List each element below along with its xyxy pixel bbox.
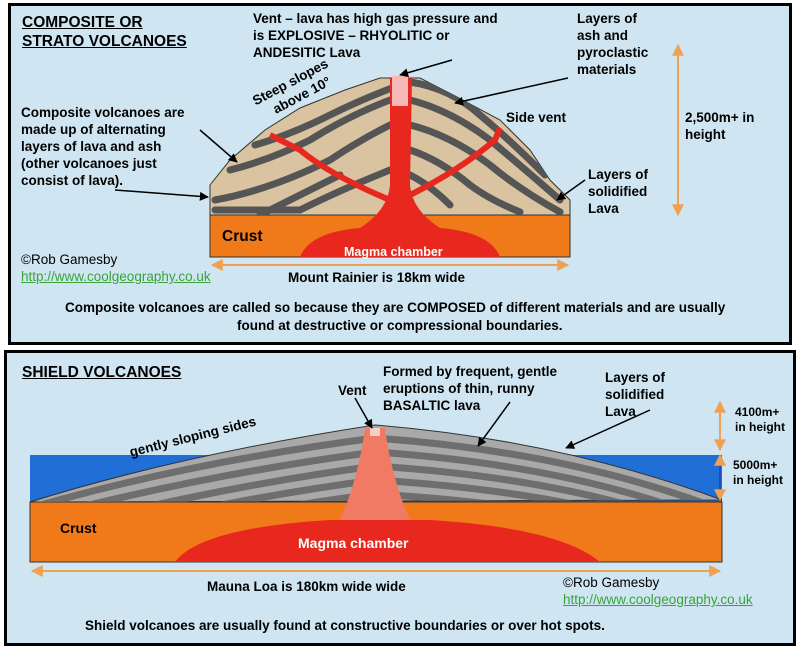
- composite-desc-line4: (other volcanoes just: [21, 156, 157, 171]
- ash-label-line1: Layers of: [577, 11, 638, 26]
- composite-height-line2: height: [685, 127, 726, 142]
- vent-label-line3: ANDESITIC Lava: [253, 45, 361, 60]
- shield-height2-line1: 5000m+: [733, 458, 778, 472]
- ash-label-line4: materials: [577, 62, 637, 77]
- composite-magma-chamber: [300, 228, 500, 257]
- shield-pointer-arrows: [354, 397, 651, 449]
- composite-desc-line5: consist of lava).: [21, 173, 124, 188]
- composite-crust-label: Crust: [222, 228, 263, 245]
- side-vent-label: Side vent: [506, 110, 567, 125]
- shield-height1-line1: 4100m+: [735, 405, 780, 419]
- composite-link[interactable]: http://www.coolgeography.co.uk: [21, 269, 211, 284]
- vent-label-line1: Vent – lava has high gas pressure and: [253, 11, 498, 26]
- shield-cone: [29, 424, 723, 520]
- composite-caption-line1: Composite volcanoes are called so becaus…: [65, 300, 726, 315]
- composite-pointer-arrows: [114, 59, 586, 201]
- shield-formed-line3: BASALTIC lava: [383, 398, 481, 413]
- composite-desc-line1: Composite volcanoes are: [21, 105, 185, 120]
- shield-magma-label: Magma chamber: [298, 535, 409, 551]
- composite-solid-line2: solidified: [588, 184, 648, 199]
- shield-solid-line3: Lava: [605, 404, 636, 419]
- shield-title: SHIELD VOLCANOES: [22, 364, 182, 381]
- composite-cone: [209, 76, 571, 228]
- composite-height-line1: 2,500m+ in: [685, 110, 755, 125]
- shield-height2-line2: in height: [733, 473, 783, 487]
- shield-formed-line2: eruptions of thin, runny: [383, 381, 535, 396]
- composite-desc-line3: layers of lava and ash: [21, 139, 162, 154]
- composite-desc-line2: made up of alternating: [21, 122, 166, 137]
- vent-label-line2: is EXPLOSIVE – RHYOLITIC or: [253, 28, 450, 43]
- ash-label-line2: ash and: [577, 28, 629, 43]
- composite-solid-line1: Layers of: [588, 167, 649, 182]
- composite-width-label: Mount Rainier is 18km wide: [288, 270, 466, 285]
- composite-credit: ©Rob Gamesby: [21, 252, 118, 267]
- composite-magma-label: Magma chamber: [344, 245, 443, 259]
- composite-title-line1: COMPOSITE OR: [22, 14, 143, 31]
- composite-caption-line2: found at destructive or compressional bo…: [237, 318, 563, 333]
- shield-magma-chamber: [175, 520, 600, 562]
- shield-solid-line1: Layers of: [605, 370, 666, 385]
- shield-height1-line2: in height: [735, 420, 785, 434]
- shield-credit: ©Rob Gamesby: [563, 575, 660, 590]
- shield-link[interactable]: http://www.coolgeography.co.uk: [563, 592, 753, 607]
- shield-crust-label: Crust: [60, 520, 97, 536]
- shield-solid-line2: solidified: [605, 387, 665, 402]
- shield-vent-label: Vent: [338, 383, 367, 398]
- shield-formed-line1: Formed by frequent, gentle: [383, 364, 558, 379]
- composite-title-line2: STRATO VOLCANOES: [22, 33, 187, 50]
- composite-solid-line3: Lava: [588, 201, 619, 216]
- ash-label-line3: pyroclastic: [577, 45, 649, 60]
- shield-width-label: Mauna Loa is 180km wide wide: [207, 579, 406, 594]
- shield-caption: Shield volcanoes are usually found at co…: [85, 618, 605, 633]
